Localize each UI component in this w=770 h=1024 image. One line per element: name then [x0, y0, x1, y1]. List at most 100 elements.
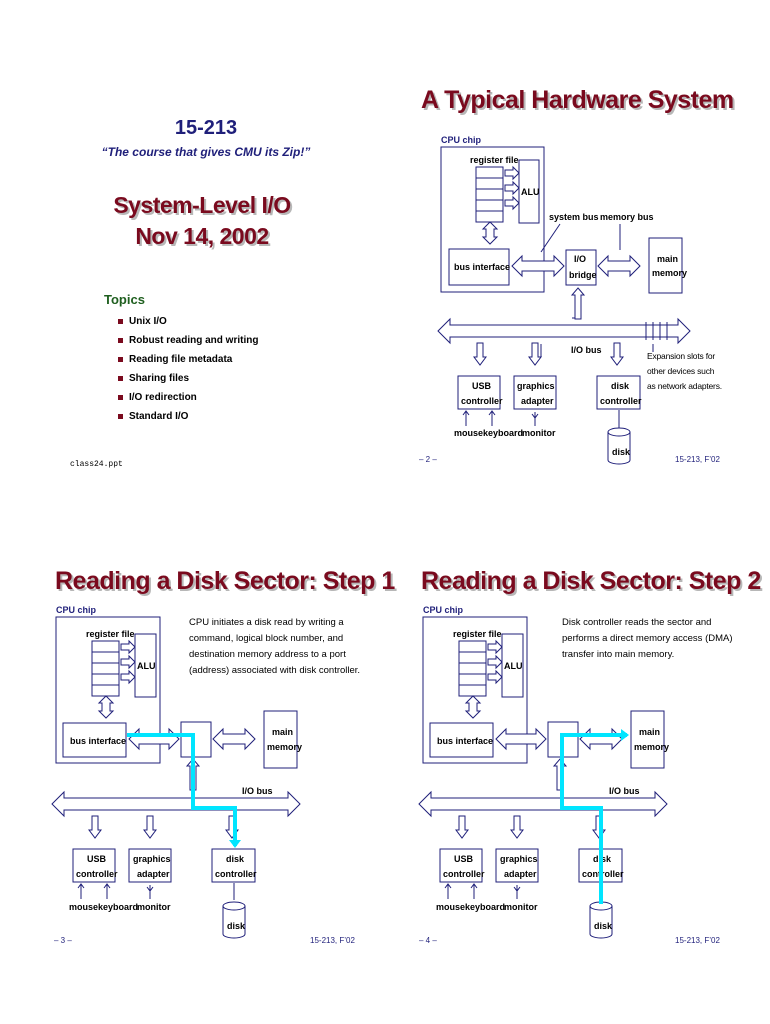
bullet-icon [118, 356, 123, 362]
memory-bus-arrow [597, 254, 641, 278]
main-memory-label-2: memory [634, 742, 669, 752]
data-path-arrowhead [229, 840, 241, 848]
disk-controller-label: disk [611, 381, 630, 391]
device-pointers [462, 410, 539, 426]
disk-controller-label-2: controller [215, 869, 257, 879]
filename: class24.ppt [70, 460, 123, 469]
monitor-label: monitor [137, 902, 171, 912]
usb-arrow [88, 815, 102, 839]
disk-controller-box [211, 848, 256, 883]
usb-arrow [455, 815, 469, 839]
usb-label-2: controller [76, 869, 118, 879]
mouse-keyboard-label: mousekeyboard [69, 902, 138, 912]
topics-heading: Topics [104, 292, 145, 307]
bullet-icon [118, 318, 123, 324]
system-bus-arrow [511, 254, 565, 278]
bus-interface-box [448, 248, 510, 286]
usb-label: USB [472, 381, 492, 391]
reg-to-bus-arrow [481, 221, 499, 245]
slide-1-title-line2: Nov 14, 2002 [135, 223, 269, 249]
mouse-keyboard-label: mousekeyboard [436, 902, 505, 912]
bullet-icon [118, 337, 123, 343]
main-memory-box [648, 237, 683, 294]
alu-label: ALU [504, 661, 523, 671]
io-bus-arrow [51, 790, 301, 818]
device-pointers [77, 883, 154, 899]
main-memory-label: main [639, 727, 660, 737]
disk-controller-label-2: controller [582, 869, 624, 879]
register-to-alu-arrows [504, 165, 520, 211]
slide-2-footer-left: – 2 – [419, 455, 437, 464]
register-to-alu-arrows [487, 639, 503, 685]
mouse-keyboard-label: mousekeyboard [454, 428, 523, 438]
slide-4-footer-left: – 4 – [419, 936, 437, 945]
graphics-label: graphics [500, 854, 538, 864]
slide-3-footer-left: – 3 – [54, 936, 72, 945]
reg-to-bus-arrow [464, 695, 482, 719]
monitor-label: monitor [504, 902, 538, 912]
alu-box [134, 633, 157, 698]
disk-controller-arrow [610, 342, 624, 366]
usb-controller-box [439, 848, 483, 883]
topic-item: Robust reading and writing [118, 335, 258, 354]
disk-controller-label: disk [226, 854, 245, 864]
alu-box [501, 633, 524, 698]
disk-cylinder [607, 427, 631, 465]
reg-to-bus-arrow [97, 695, 115, 719]
graphics-arrow [528, 342, 542, 366]
alu-label: ALU [137, 661, 156, 671]
cpu-chip-label: CPU chip [441, 135, 482, 145]
main-memory-label: main [657, 254, 678, 264]
register-file [458, 640, 487, 697]
topic-item: Reading file metadata [118, 354, 258, 373]
disk-label: disk [612, 447, 631, 457]
graphics-label: graphics [133, 854, 171, 864]
graphics-label-2: adapter [137, 869, 170, 879]
slide-3-description: CPU initiates a disk read by writing a c… [189, 617, 361, 676]
bridge-io-bus-arrow [570, 287, 586, 320]
diagram-slide-4: CPU chip register file ALU bus interface… [418, 605, 669, 939]
slide-3-footer-right: 15-213, F’02 [310, 936, 355, 945]
graphics-arrow [143, 815, 157, 839]
register-to-alu-arrows [120, 639, 136, 685]
slide-4-footer-right: 15-213, F’02 [675, 936, 720, 945]
main-memory-label-2: memory [652, 268, 687, 278]
topic-item: Standard I/O [118, 411, 258, 430]
topic-item: I/O redirection [118, 392, 258, 411]
data-path-highlight [127, 733, 237, 846]
register-file-label: register file [86, 629, 135, 639]
system-bus-pointer [540, 223, 561, 253]
graphics-label: graphics [517, 381, 555, 391]
bullet-icon [118, 394, 123, 400]
slide-2-footer-right: 15-213, F’02 [675, 455, 720, 464]
main-memory-box [630, 710, 665, 769]
usb-label: USB [454, 854, 474, 864]
main-memory-box [263, 710, 298, 769]
dma-path-highlight [560, 733, 627, 904]
topics-list: Unix I/O Robust reading and writing Read… [118, 316, 258, 430]
cpu-chip-label: CPU chip [56, 605, 97, 615]
expansion-slots [645, 322, 668, 340]
device-pointers [444, 883, 521, 899]
bus-interface-label: bus interface [70, 736, 126, 746]
io-bus-arrow [437, 317, 691, 345]
disk-label: disk [594, 921, 613, 931]
main-memory-label: main [272, 727, 293, 737]
monitor-label: monitor [522, 428, 556, 438]
usb-label-2: controller [461, 396, 503, 406]
graphics-arrow [510, 815, 524, 839]
course-tagline: “The course that gives CMU its Zip!” [101, 145, 311, 159]
slide-3-title: Reading a Disk Sector: Step 1 [55, 567, 395, 595]
usb-label: USB [87, 854, 107, 864]
register-file-label: register file [470, 155, 519, 165]
topic-item: Sharing files [118, 373, 258, 392]
memory-bus-arrow [212, 727, 256, 751]
register-file-label: register file [453, 629, 502, 639]
bullet-icon [118, 375, 123, 381]
system-bus-label: system bus [549, 212, 599, 222]
register-file [475, 166, 504, 223]
usb-controller-box [457, 375, 501, 410]
bus-interface-box [62, 722, 127, 758]
